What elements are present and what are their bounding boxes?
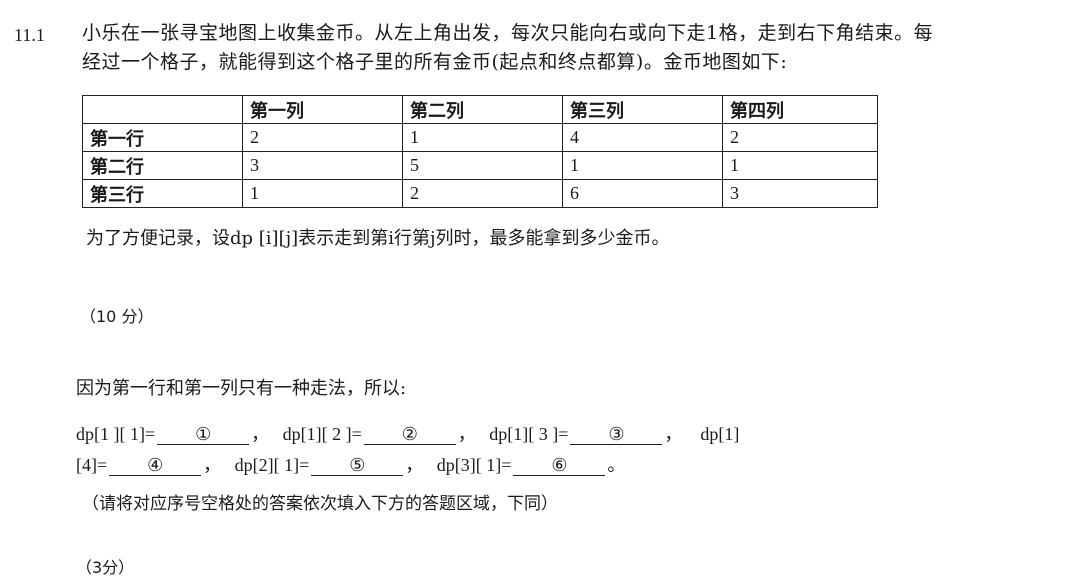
intro-text: 因为第一行和第一列只有一种走法，所以:: [76, 378, 407, 399]
separator: ，: [203, 455, 222, 475]
blank-3-label: dp[1][ 3 ]=: [489, 424, 569, 444]
separator: ，: [251, 424, 270, 444]
blank-5-label: dp[2][ 1]=: [234, 455, 310, 475]
blank-4[interactable]: ④: [109, 455, 202, 476]
table-cell: 2: [242, 123, 403, 152]
stem-line-2: 经过一个格子，就能得到这个格子里的所有金币(起点和终点都算)。金币地图如下:: [82, 51, 788, 73]
blank-6-label: dp[3][ 1]=: [436, 455, 512, 475]
score-label: （10 分）: [80, 307, 154, 326]
table-cell: 3: [242, 151, 403, 180]
blank-4-label-a: dp[1]: [700, 424, 740, 444]
dp-definition-note: 为了方便记录，设dp [i][j]表示走到第i行第j列时，最多能拿到多少金币。: [86, 228, 670, 249]
table-row: 第一行 2 1 4 2: [82, 123, 878, 152]
table-cell: 2: [402, 179, 563, 208]
blank-3[interactable]: ③: [570, 424, 663, 445]
score-label-2: （3分）: [76, 558, 135, 577]
blank-6[interactable]: ⑥: [513, 455, 606, 476]
fill-blanks: dp[1 ][ 1]=①， dp[1][ 2 ]=②， dp[1][ 3 ]=③…: [76, 419, 876, 481]
row-label: 第二行: [82, 151, 243, 180]
header-col-1: 第一列: [242, 95, 403, 124]
blank-5[interactable]: ⑤: [311, 455, 404, 476]
table-cell: 4: [562, 123, 723, 152]
table-cell: 3: [722, 179, 878, 208]
header-col-4: 第四列: [722, 95, 878, 124]
separator: ，: [664, 424, 683, 444]
blank-1-label: dp[1 ][ 1]=: [76, 424, 156, 444]
corner-cell: [82, 95, 243, 124]
table-cell: 1: [402, 123, 563, 152]
table-cell: 1: [562, 151, 723, 180]
period: 。: [607, 455, 626, 475]
table-row: 第二行 3 5 1 1: [82, 151, 878, 180]
separator: ，: [457, 424, 476, 444]
header-col-2: 第二列: [402, 95, 563, 124]
stem-line-1: 小乐在一张寻宝地图上收集金币。从左上角出发，每次只能向右或向下走1格，走到右下角…: [82, 22, 934, 44]
blank-4-label-b: [4]=: [76, 455, 108, 475]
table-cell: 1: [722, 151, 878, 180]
table-row: 第三行 1 2 6 3: [82, 179, 878, 208]
table-cell: 2: [722, 123, 878, 152]
question-stem: 小乐在一张寻宝地图上收集金币。从左上角出发，每次只能向右或向下走1格，走到右下角…: [82, 19, 1067, 77]
table-cell: 6: [562, 179, 723, 208]
row-label: 第三行: [82, 179, 243, 208]
question-number: 11.1: [14, 25, 45, 45]
blank-2[interactable]: ②: [363, 424, 456, 445]
table-cell: 5: [402, 151, 563, 180]
header-col-3: 第三列: [562, 95, 723, 124]
blank-2-label: dp[1][ 2 ]=: [282, 424, 362, 444]
coin-map-table: 第一列 第二列 第三列 第四列 第一行 2 1 4 2 第二行 3 5 1 1 …: [82, 95, 878, 208]
answer-hint: （请将对应序号空格处的答案依次填入下方的答题区域，下同）: [82, 494, 558, 514]
table-header-row: 第一列 第二列 第三列 第四列: [82, 95, 878, 124]
row-label: 第一行: [82, 123, 243, 152]
blank-1[interactable]: ①: [157, 424, 250, 445]
table-cell: 1: [242, 179, 403, 208]
separator: ，: [405, 455, 424, 475]
